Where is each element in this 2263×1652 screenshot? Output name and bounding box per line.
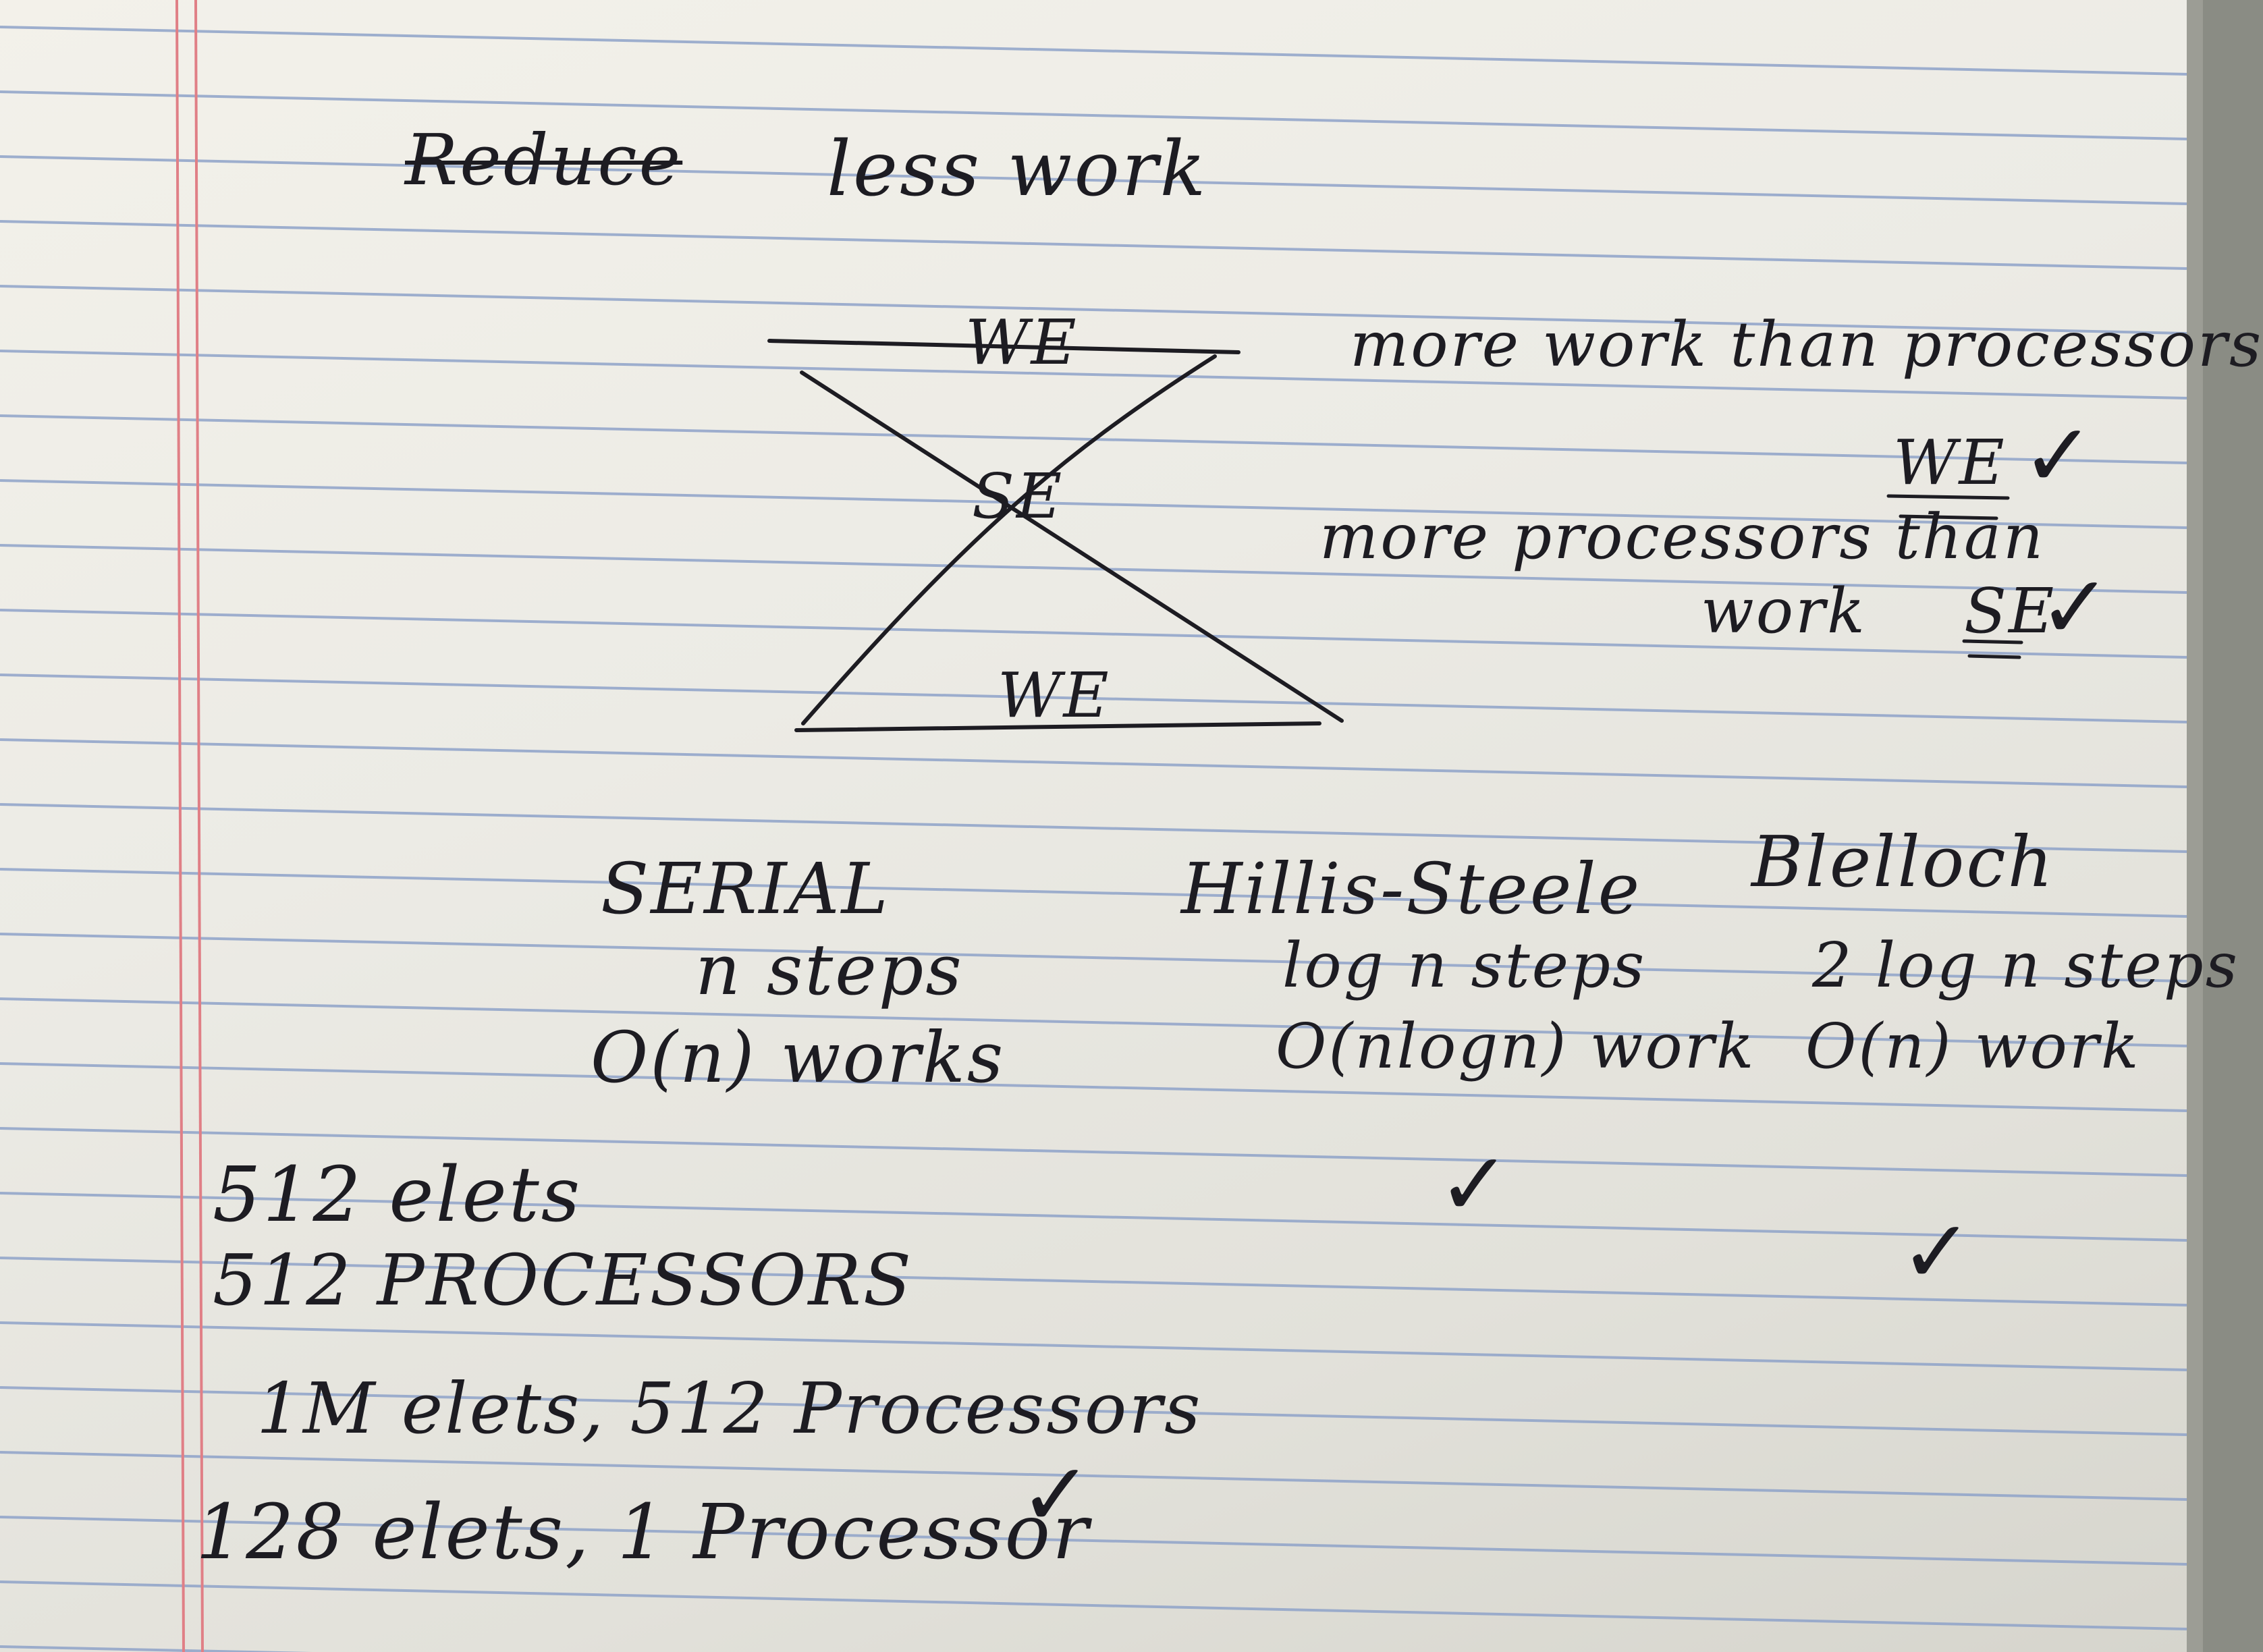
diagram-bottom-line [794, 721, 1321, 732]
column-blelloch-header: Blelloch [1751, 821, 2055, 903]
diagram-bottom-label: WE [998, 659, 1111, 732]
ruled-lines [0, 0, 2187, 1652]
note-more-processors: more processors than [1319, 501, 2046, 573]
rule-line [0, 155, 2187, 205]
rule-line [0, 609, 2187, 659]
case-128-elets-1-processor: 128 elets, 1 Processor [196, 1489, 1091, 1576]
rule-line [0, 285, 2187, 335]
rule-line [0, 90, 2187, 140]
note-more-work: more work than processors [1350, 308, 2263, 381]
rule-line [0, 1192, 2187, 1242]
column-blelloch-steps: 2 log n steps [1812, 929, 2239, 1001]
rule-line [0, 1516, 2187, 1566]
rule-line [0, 1386, 2187, 1436]
check-mark-case2-blelloch: ✓ [1900, 1201, 1973, 1303]
case-512-processors: 512 PROCESSORS [213, 1239, 914, 1321]
check-mark-case1-hillis-steele: ✓ [1438, 1133, 1511, 1236]
rule-line [0, 738, 2187, 788]
rule-line [0, 544, 2187, 594]
page-title: less work [827, 126, 1208, 213]
diagram-diagonal-left [800, 370, 1344, 723]
case-512-elets: 512 elets [213, 1151, 582, 1239]
note-answer-we: WE [1893, 426, 2007, 499]
ink-strokes [767, 339, 2023, 732]
check-mark-case4-serial: ✓ [1019, 1443, 1093, 1546]
margin-line [194, 0, 204, 1652]
rule-line [0, 350, 2187, 400]
rule-line [0, 1451, 2187, 1501]
rule-line [0, 1321, 2187, 1371]
rule-line [0, 673, 2187, 723]
rule-line [0, 26, 2187, 76]
diagram-top-label: WE [965, 306, 1079, 379]
column-hillis-steele-steps: log n steps [1282, 929, 1647, 1001]
column-hillis-steele-work: O(nlogn) work [1276, 1010, 1756, 1082]
column-serial-header: SERIAL [601, 848, 890, 930]
rule-line [0, 933, 2187, 983]
rule-line [0, 479, 2187, 529]
diagram-top-line [767, 339, 1240, 354]
column-serial-steps: n steps [695, 929, 964, 1011]
hourglass-diagram [767, 339, 1344, 732]
answer-underlines [1886, 494, 2023, 659]
check-mark-we: ✓ [2021, 404, 2095, 507]
rule-line [0, 1257, 2187, 1306]
rule-line [0, 803, 2187, 853]
crossed-out-word: Reduce [405, 119, 683, 201]
diagram-diagonal-right [801, 354, 1217, 725]
rule-line [0, 868, 2187, 918]
rule-line [0, 220, 2187, 270]
column-hillis-steele-header: Hillis-Steele [1181, 848, 1642, 930]
diagram-middle-label: SE [972, 460, 1064, 532]
rule-line [0, 1580, 2187, 1630]
case-1m-elets-512-processors: 1M elets, 512 Processors [256, 1367, 1203, 1450]
margin-line [175, 0, 185, 1652]
rule-line [0, 1127, 2187, 1177]
rule-line [0, 1062, 2187, 1112]
note-answer-se: SE [1964, 575, 2056, 647]
rule-line [0, 997, 2187, 1047]
note-more-processors-line2: work [1701, 575, 1867, 647]
check-mark-se: ✓ [2038, 556, 2112, 659]
column-blelloch-work: O(n) work [1805, 1010, 2141, 1082]
column-serial-work: O(n) works [591, 1016, 1006, 1099]
